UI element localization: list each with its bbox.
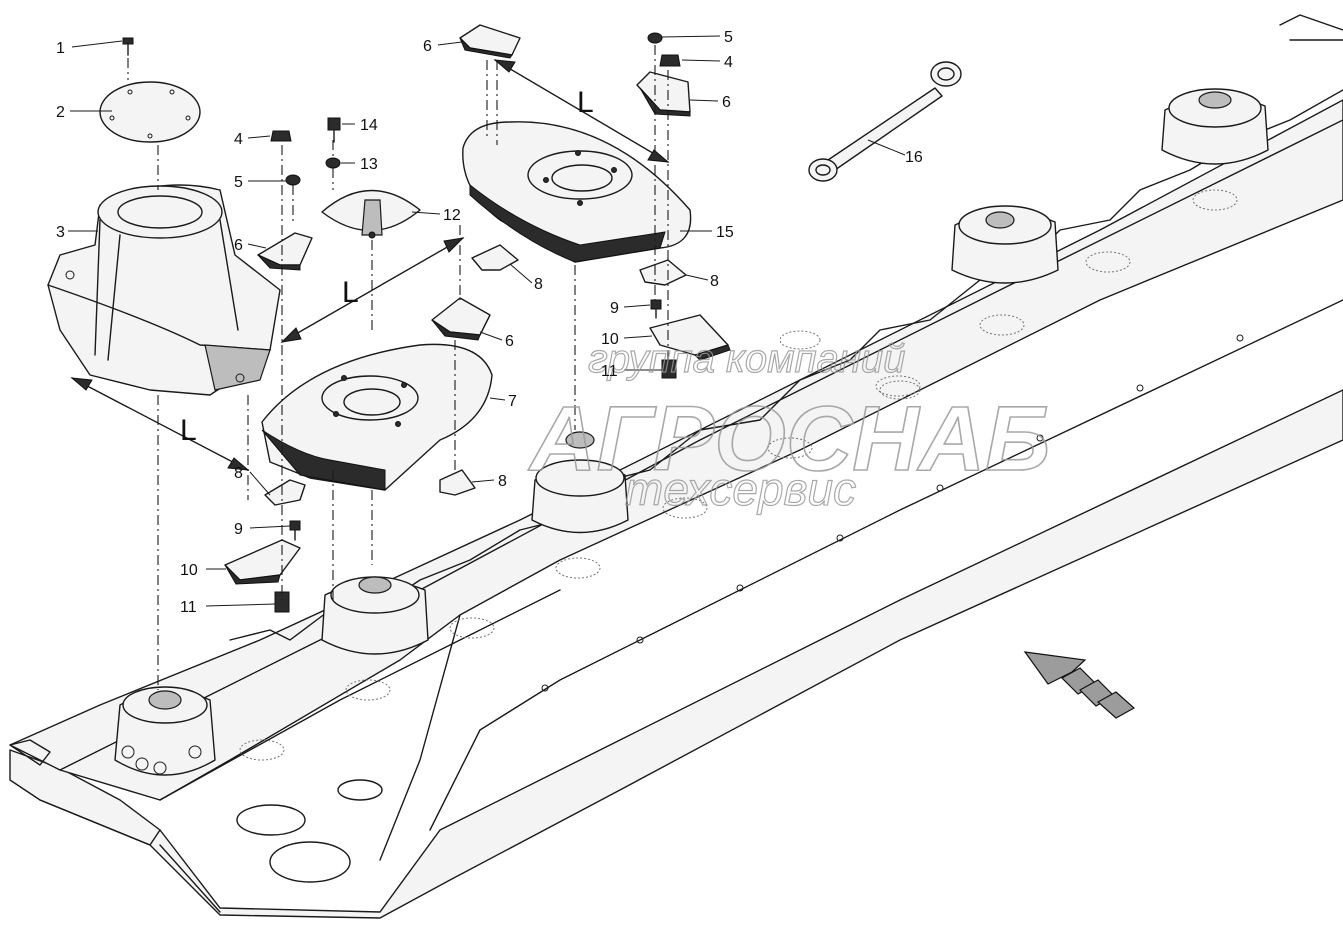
callout-5-left: 5 [234,174,243,191]
blades-part-10 [224,314,731,585]
dimension-arrows [70,59,670,471]
disc-hub-4 [951,205,1059,284]
knife-plates-part-8 [264,244,687,506]
callout-6-mid: 6 [505,333,514,350]
fasteners [270,32,681,613]
callout-8-right: 8 [710,273,719,290]
callout-8-lower: 8 [498,473,507,490]
callout-8-mid: 8 [534,276,543,293]
disc-hub-2 [321,576,429,655]
callout-6-top: 6 [423,38,432,55]
knife-holders-part-6 [257,24,691,341]
dimension-label-l-top: L [577,86,594,119]
disc-hub-3 [531,431,629,534]
watermark-line-1: группа компаний [588,337,905,381]
callout-3: 3 [56,224,65,241]
watermark-logo: группа компаний АГРОСНАБ техсервис [527,336,1051,515]
callout-11-left: 11 [180,599,197,616]
callout-9-left: 9 [234,521,243,538]
watermark-line-3: техсервис [625,463,856,515]
callout-6-left: 6 [234,237,243,254]
wrench-part-16 [808,61,962,182]
callout-10-right: 10 [601,331,619,348]
dimension-labels: L L L [180,86,594,447]
travel-direction-arrow [1023,651,1136,719]
callout-4-left: 4 [234,131,243,148]
callout-10-left: 10 [180,562,198,579]
callout-12: 12 [443,207,461,224]
screw-part-14 [327,117,341,143]
cover-plate-part-2 [99,81,201,143]
screw-part-1 [122,37,134,56]
callout-11-right: 11 [601,363,618,380]
drum-part-3 [47,184,281,396]
dimension-label-l-left: L [180,414,197,447]
callout-7: 7 [508,393,517,410]
callout-13: 13 [360,156,378,173]
callout-6-right: 6 [722,94,731,111]
disc-hub-1 [114,686,216,776]
callout-15: 15 [716,224,734,241]
callout-16: 16 [905,149,923,166]
beam-holes [236,334,1244,883]
dotted-bearing-rings [239,189,1238,761]
washer-part-13 [325,157,341,169]
callout-4-right: 4 [724,54,733,71]
callout-2: 2 [56,104,65,121]
cap-part-12 [321,189,421,239]
callout-1: 1 [56,40,65,57]
callout-14: 14 [360,117,378,134]
watermark-line-2: АГРОСНАБ [528,388,1050,490]
cutter-disc-part-7 [261,343,493,491]
callout-9-right: 9 [610,300,619,317]
cutter-disc-part-15 [462,121,692,263]
disc-hub-5 [1161,88,1269,165]
dimension-label-l-middle: L [342,276,359,309]
callout-labels: 1 2 3 4 5 6 14 13 12 6 5 4 6 16 15 8 8 6… [56,29,923,616]
callout-8-left: 8 [234,465,243,482]
assembly-center-lines [127,45,669,690]
callout-leaders [68,35,906,607]
callout-5-right: 5 [724,29,733,46]
